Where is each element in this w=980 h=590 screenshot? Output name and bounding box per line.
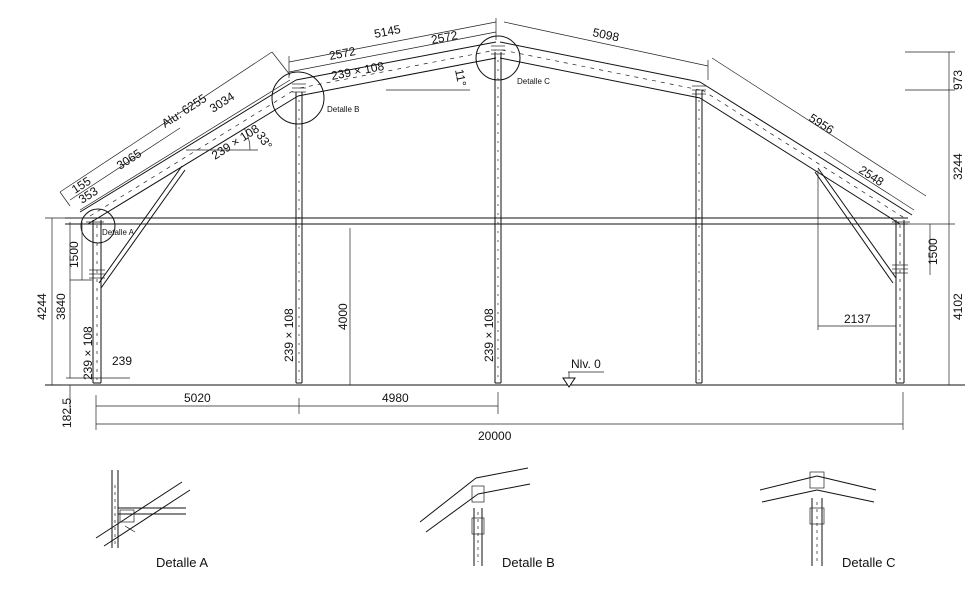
dim-1500-left: 1500 xyxy=(67,241,81,268)
label-left-column-section: 239 × 108 xyxy=(81,326,95,380)
dim-239: 239 xyxy=(112,354,132,368)
dim-4102: 4102 xyxy=(951,293,965,320)
label-column-3-section: 239 × 108 xyxy=(482,308,496,362)
detail-c-circle xyxy=(475,35,521,81)
dim-3065: 3065 xyxy=(114,146,144,172)
detail-b-circle xyxy=(271,71,325,125)
dim-4000: 4000 xyxy=(336,303,350,330)
dim-2548: 2548 xyxy=(856,163,886,189)
dim-2572-a: 2572 xyxy=(328,44,357,63)
caption-detail-b: Detalle B xyxy=(502,555,555,570)
dim-alu-6255: Alu: 6255 xyxy=(159,91,209,131)
label-angle-11: 11° xyxy=(452,68,469,88)
dim-5098: 5098 xyxy=(591,25,620,44)
dim-182-5: 182.5 xyxy=(60,398,74,428)
top-dim-lines xyxy=(288,18,709,91)
label-left-rafter-section: 239 × 108 xyxy=(209,121,262,162)
detail-a-sketch xyxy=(95,470,191,548)
angle-33-arc xyxy=(243,127,251,151)
label-column-2-section: 239 × 108 xyxy=(282,308,296,362)
dim-4980: 4980 xyxy=(382,391,409,405)
rafter-left xyxy=(79,79,299,225)
caption-detail-a: Detalle A xyxy=(156,555,208,570)
column-left xyxy=(92,220,102,384)
dim-20000: 20000 xyxy=(478,429,512,443)
dim-3244: 3244 xyxy=(951,153,965,180)
knee-brace-right xyxy=(814,167,897,284)
detail-a-circle xyxy=(80,208,116,244)
left-dim-lines xyxy=(45,217,100,430)
bolt-marks xyxy=(86,45,910,279)
detail-a-callout: Detalle A xyxy=(102,228,135,237)
level-marker xyxy=(562,371,604,388)
dim-2572-b: 2572 xyxy=(430,28,459,47)
rafter-right xyxy=(699,81,913,225)
rafter-mid-right xyxy=(499,41,701,99)
dim-4244: 4244 xyxy=(35,293,49,320)
detail-b-callout: Detalle B xyxy=(327,105,359,114)
rafter-mid-left xyxy=(295,41,497,97)
bottom-dim-lines xyxy=(96,392,904,430)
dim-1500-right: 1500 xyxy=(926,238,940,265)
dim-2137: 2137 xyxy=(844,312,871,326)
column-2 xyxy=(295,92,303,384)
dim-973: 973 xyxy=(951,70,965,90)
column-right xyxy=(895,220,905,384)
dim-5020: 5020 xyxy=(184,391,211,405)
column-4 xyxy=(695,90,703,384)
detail-b-sketch xyxy=(419,467,531,566)
right-dim-lines xyxy=(711,51,955,385)
label-level-0: Nlv. 0 xyxy=(571,357,601,371)
caption-detail-c: Detalle C xyxy=(842,555,895,570)
dim-3034: 3034 xyxy=(207,89,237,115)
dim-3840: 3840 xyxy=(54,293,68,320)
dim-5956: 5956 xyxy=(806,111,836,137)
left-rafter-dim-lines xyxy=(59,51,291,379)
detail-c-sketch xyxy=(759,471,877,566)
knee-brace-left xyxy=(98,165,186,289)
dim-5145: 5145 xyxy=(373,22,402,41)
column-3 xyxy=(494,52,502,384)
detail-c-callout: Detalle C xyxy=(517,77,550,86)
